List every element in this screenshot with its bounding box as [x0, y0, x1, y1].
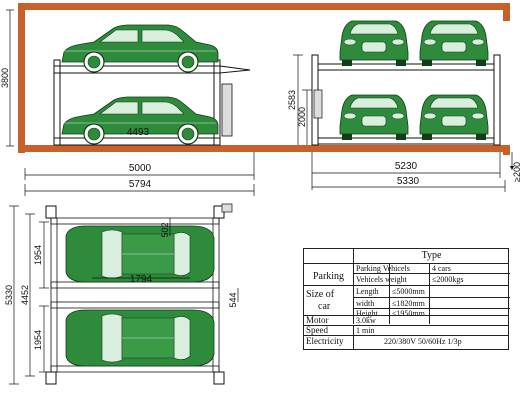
lower-left-car — [339, 94, 409, 141]
spec-motor-label: Motor — [306, 315, 329, 325]
dim-height-total: 3800 — [0, 68, 10, 88]
dim-width-a: 5000 — [129, 163, 152, 174]
upper-left-car — [339, 20, 409, 67]
spec-electricity-label: Electricity — [306, 336, 344, 346]
dim-width-inner: 5230 — [395, 161, 418, 172]
right-floor-stub — [503, 145, 510, 155]
spec-length-label: Length — [356, 287, 379, 296]
dim-bay-lower: 1954 — [33, 330, 43, 350]
dim-gap-b: 544 — [228, 292, 238, 307]
dim-length-total: 5330 — [4, 285, 14, 305]
dim-height-lower: 2000 — [297, 107, 307, 127]
spec-header: Type — [421, 250, 442, 261]
dim-width-outer: 5330 — [397, 176, 420, 187]
dim-car-width: 1794 — [130, 274, 153, 285]
spec-height-label: Height — [356, 309, 378, 318]
spec-parking-label: Parking — [312, 271, 345, 282]
dim-length-inner: 4452 — [20, 285, 30, 305]
left-column — [18, 3, 25, 153]
spec-height-value: ≤1950mm — [392, 309, 425, 318]
spec-electricity-value: 220/380V 50/60Hz 1/3p — [384, 337, 462, 346]
floor-slab — [18, 145, 510, 152]
dim-gap-a: 502 — [160, 222, 170, 237]
dim-height-upper: 2583 — [287, 90, 297, 110]
front-view: 3800 4493 5000 5794 — [0, 3, 510, 196]
motor-unit — [221, 83, 233, 137]
dim-car-length: 4493 — [127, 127, 150, 138]
spec-table: Type Parking Parking Vehicels 4 cars Veh… — [303, 248, 510, 350]
lower-platform — [53, 137, 221, 146]
lower-right-car — [419, 94, 489, 141]
dim-width-b: 5794 — [129, 179, 152, 190]
plan-view: 5330 4452 1954 1954 502 544 1794 — [4, 203, 239, 385]
spec-width-value: ≤1820mm — [392, 299, 425, 308]
spec-motor-value: 3.0kw — [356, 316, 376, 325]
upper-right-car — [419, 20, 489, 67]
spec-length-value: ≤5000mm — [392, 287, 425, 296]
upper-car — [61, 24, 219, 73]
spec-parking-vehicles-label: Parking Vehicels — [356, 264, 410, 273]
right-column-stub — [503, 3, 510, 21]
dim-pit: ≥200 — [512, 162, 522, 182]
spec-width-label: width — [356, 299, 375, 308]
spec-size-label-2: car — [318, 301, 331, 312]
spec-speed-label: Speed — [306, 325, 328, 335]
spec-vehicle-weight-label: Vehicels weight — [356, 275, 407, 284]
spec-size-label-1: Size of — [306, 289, 335, 300]
spec-parking-vehicles-value: 4 cars — [432, 264, 451, 273]
dim-bay-upper: 1954 — [33, 245, 43, 265]
spec-speed-value: 1 min — [356, 326, 375, 335]
spec-vehicle-weight-value: ≤2000kgs — [432, 275, 464, 284]
plan-lower-car — [65, 309, 215, 367]
side-view: 2583 2000 5230 5330 ≥200 — [287, 20, 522, 192]
top-beam — [18, 3, 510, 10]
